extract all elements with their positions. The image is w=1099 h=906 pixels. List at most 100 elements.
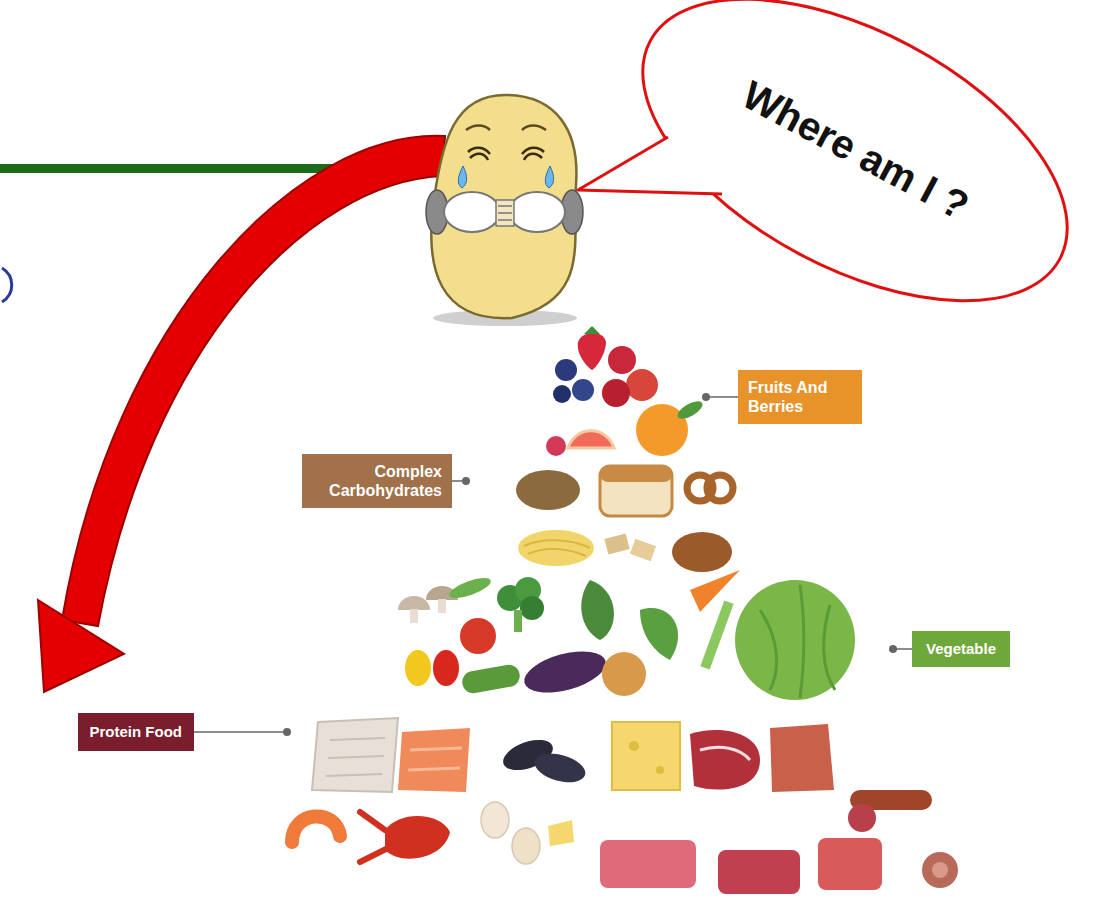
protein-group [848,804,876,832]
vegetable-group [581,580,614,640]
vegetable-group [602,652,646,696]
leader-line [194,393,912,736]
vegetable-group [405,650,431,686]
vegetable-group [520,596,544,620]
fruit-group [568,431,614,448]
carbohydrate-group [516,466,733,572]
carbohydrate-group [516,470,580,510]
protein-group [398,728,470,792]
bean-character [444,192,500,232]
bean-character [431,95,576,318]
vegetable-group [398,596,430,610]
category-label: Vegetable [912,631,1010,667]
leader-line [889,645,897,653]
carbohydrate-group [707,475,733,501]
vegetable-group [700,600,733,669]
protein-group [532,749,589,788]
fruit-group [572,379,594,401]
carbohydrate-group [600,466,672,516]
leader-line [896,648,912,650]
vegetable-group [438,599,446,613]
protein-group [932,862,948,878]
leader-line [462,477,470,485]
category-text: Vegetable [926,640,996,658]
leader-line [283,728,291,736]
fruit-group [584,326,600,334]
vegetable-group [460,618,496,654]
vegetable-group [398,570,855,700]
bubble-content: Where am I ? [625,0,1085,300]
category-text: Protein Food [90,723,183,741]
protein-group [312,718,398,792]
vegetable-group [461,663,522,695]
protein-group [292,718,958,894]
protein-group [548,820,574,846]
bean-character [545,166,553,188]
fruit-group [553,385,571,403]
fruit-group [546,436,566,456]
carbohydrate-group [630,539,656,562]
curved-arrow [62,136,445,626]
category-label: Fruits And Berries [738,370,862,424]
category-text: Complex Carbohydrates [312,462,442,500]
protein-group [408,748,462,770]
speech-text: Where am I ? [735,72,976,229]
protein-group [600,840,696,888]
leader-line [194,731,284,733]
fruit-group [578,333,606,370]
protein-group [612,722,680,790]
vegetable-group [640,608,678,660]
protein-group [922,852,958,888]
protein-group [481,802,509,838]
leader-line [452,480,463,482]
category-text: Fruits And Berries [748,378,852,416]
bean-character [426,95,583,326]
protein-group [718,850,800,894]
bean-character [522,126,546,131]
curved-arrow [38,136,445,692]
speech-bubble: Where am I ? [625,0,1085,300]
category-label: Protein Food [78,713,195,751]
protein-group [690,730,760,790]
vegetable-group [520,644,610,701]
bean-character [466,126,490,131]
edge-mark [2,268,12,302]
edge-mark [2,268,12,302]
bean-character [509,192,565,232]
protein-group [700,747,750,760]
protein-group [512,828,540,864]
fruit-group [626,369,658,401]
vegetable-group [735,580,855,700]
vegetable-group [447,574,493,602]
category-label: Complex Carbohydrates [302,454,452,508]
bean-character [496,200,514,226]
vegetable-group [433,650,459,686]
protein-group [360,812,388,862]
vegetable-group [760,585,835,698]
bean-character [498,206,512,220]
fruit-group [608,346,636,374]
bean-character [522,148,544,160]
protein-group [292,816,340,842]
protein-group [326,738,385,776]
protein-group [656,766,664,774]
curved-arrow [38,600,124,692]
carbohydrate-group [672,532,732,572]
fruit-group [602,379,630,407]
carbohydrate-group [524,540,590,556]
protein-group [770,724,834,792]
bean-character [458,166,466,188]
vegetable-group [514,610,522,632]
bubble-tail [578,137,722,194]
protein-group [818,838,882,890]
vegetable-group [410,609,418,623]
fruit-group [555,359,577,381]
carbohydrate-group [604,533,629,554]
protein-group [629,741,639,751]
fruit-group [675,398,705,422]
leader-line [702,393,710,401]
leader-line [709,396,738,398]
fruit-group [546,326,705,456]
